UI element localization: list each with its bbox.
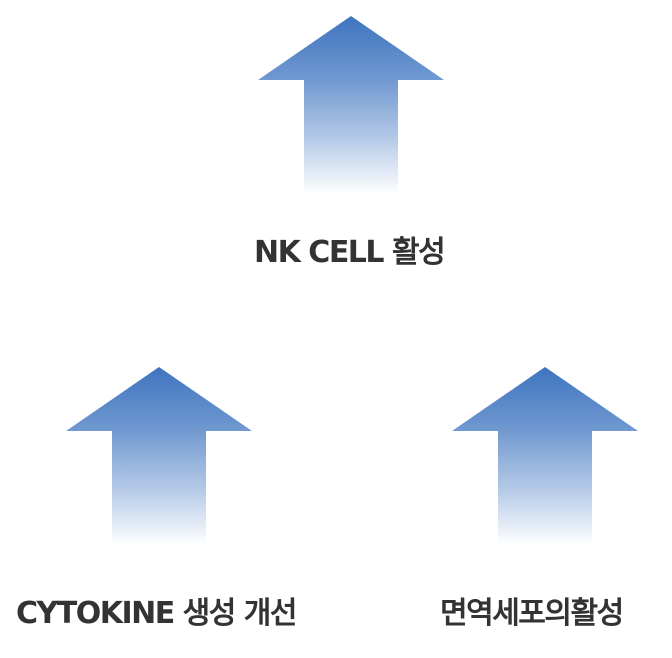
immune-cell-activation-label: 면역세포의활성 [440, 596, 624, 631]
up-arrow-icon [452, 367, 638, 545]
up-arrow-icon [258, 16, 444, 194]
up-arrow-icon [66, 367, 252, 545]
cytokine-production-label: CYTOKINE 생성 개선 [16, 596, 298, 631]
nk-cell-activation-label: NK CELL 활성 [254, 235, 446, 270]
